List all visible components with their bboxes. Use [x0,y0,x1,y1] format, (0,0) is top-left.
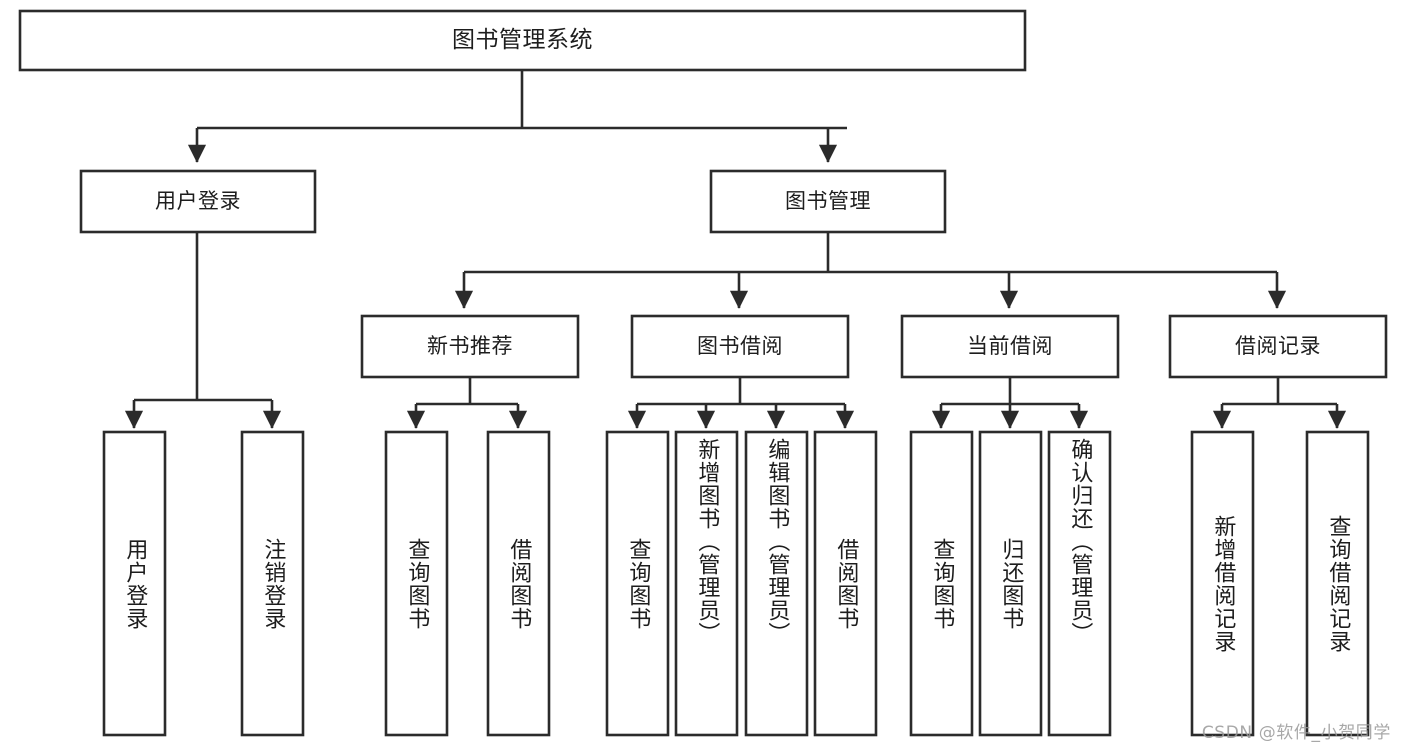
connector-newbook-to-leaves [406,377,528,429]
connector-bookmgmt-to-level3 [454,232,1287,309]
leaf-borrow-2[interactable] [744,430,809,737]
leaf-current-0[interactable] [909,430,974,737]
leaf-borrow-3[interactable] [813,430,878,737]
leaf-new-book-1[interactable] [486,430,551,737]
node-book-borrow[interactable] [630,314,850,379]
leaf-borrow-1[interactable] [674,430,739,737]
connector-currentborrow-to-leaves [931,377,1089,429]
watermark-text: CSDN @软件_小贺同学 [1201,723,1391,743]
connector-borrowrecord-to-leaves [1212,377,1347,429]
node-root[interactable] [18,9,1027,72]
leaf-new-book-0[interactable] [384,430,449,737]
node-new-book-rec[interactable] [360,314,580,379]
connector-root-to-level2 [187,70,847,163]
leaf-user-login-0[interactable] [102,430,167,737]
leaf-record-1[interactable] [1305,430,1370,737]
leaf-user-login-1[interactable] [240,430,305,737]
node-borrow-record[interactable] [1168,314,1388,379]
connector-bookborrow-to-leaves [627,377,855,429]
leaf-borrow-0[interactable] [605,430,670,737]
node-book-mgmt[interactable] [709,169,947,234]
leaf-record-0[interactable] [1190,430,1255,737]
node-current-borrow[interactable] [900,314,1120,379]
leaf-current-1[interactable] [978,430,1043,737]
node-user-login[interactable] [79,169,317,234]
leaf-current-2[interactable] [1047,430,1112,737]
connector-userlogin-to-leaves [124,232,282,429]
